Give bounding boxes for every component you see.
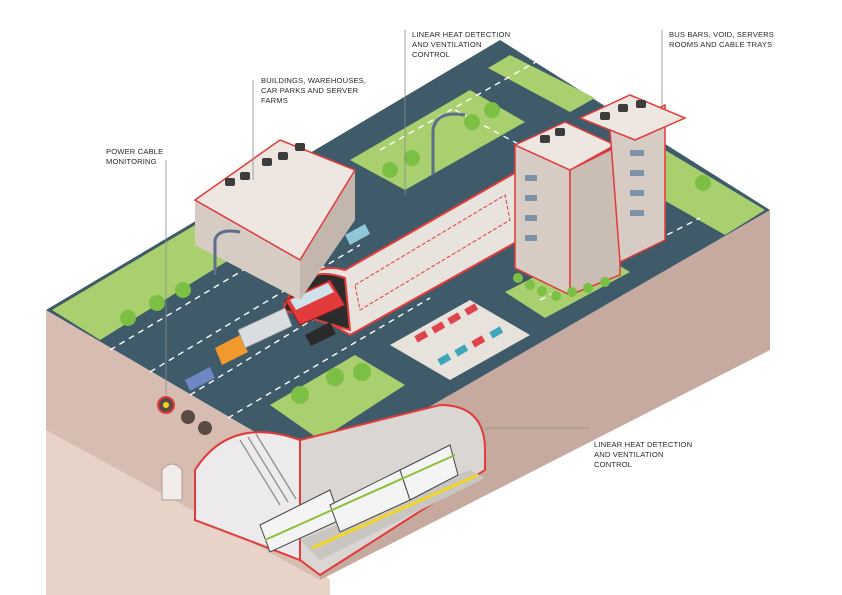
callout-bus-bars: BUS BARS, VOID, SERVERS ROOMS AND CABLE …: [669, 30, 775, 49]
metro-station-cutaway: [157, 396, 486, 577]
warehouse-side: [300, 170, 355, 300]
grass-front-left: [270, 355, 405, 440]
tower-windows: [525, 150, 644, 241]
tunnel-heat-cable: [354, 194, 511, 311]
wall-vent-openings: [157, 396, 212, 435]
metro-train: [259, 444, 459, 553]
street-lamp-left: [213, 229, 241, 275]
grass-left: [52, 222, 245, 340]
car-blue-back: [345, 224, 370, 245]
vehicles: [185, 224, 370, 391]
callout-buildings: BUILDINGS, WAREHOUSES, CAR PARKS AND SER…: [261, 76, 367, 105]
callout-power-cable-monitoring: POWER CABLE MONITORING: [106, 147, 164, 166]
tower-a-front: [514, 143, 571, 297]
tower-b-front: [569, 143, 621, 297]
escalators: [239, 433, 297, 506]
callout-road-tunnel-heat-detection: LINEAR HEAT DETECTION AND VENTILATION CO…: [412, 30, 511, 59]
tower-c-top: [578, 94, 687, 141]
warehouse-building: [193, 139, 357, 300]
tower-fans: [540, 100, 646, 143]
tanker-truck: [215, 307, 293, 365]
car-blue-front: [185, 367, 215, 391]
platform-safety-line: [311, 473, 479, 550]
parked-cars: [414, 303, 504, 366]
grass-back-strip: [488, 55, 595, 112]
callout-leader-lines: [165, 30, 663, 429]
street-lamp-right: [431, 112, 466, 175]
office-towers: [513, 94, 687, 297]
side-arch-opening: [161, 463, 183, 501]
trees: [120, 102, 711, 404]
callout-rail-tunnel-heat-detection: LINEAR HEAT DETECTION AND VENTILATION CO…: [594, 440, 693, 469]
car-park: [390, 300, 530, 380]
red-bus: [284, 279, 346, 326]
car-park-surface: [390, 300, 530, 380]
road-tunnel: [281, 168, 526, 337]
street-lamps: [213, 112, 466, 275]
car-black: [305, 322, 336, 346]
warehouse-roof: [193, 139, 357, 262]
train-car-3: [399, 444, 459, 501]
warehouse-front: [195, 200, 300, 300]
rooftop-fans: [225, 143, 305, 186]
